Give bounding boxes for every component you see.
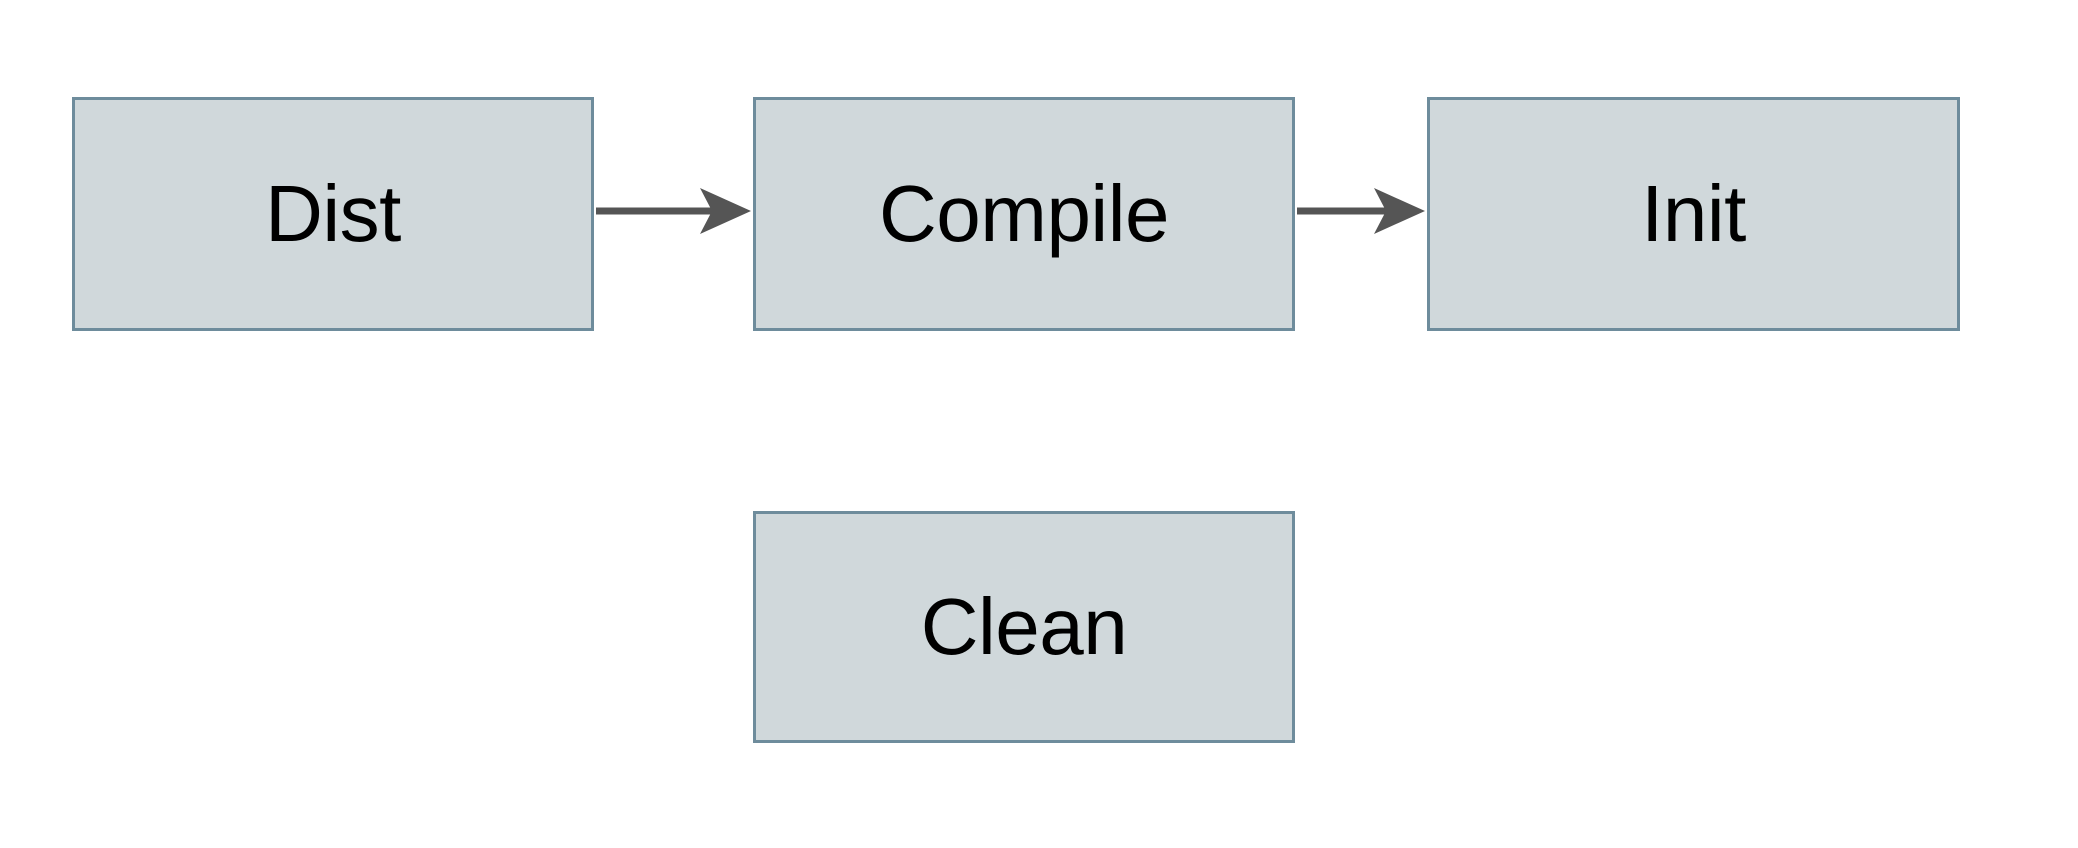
node-compile-label: Compile bbox=[879, 169, 1169, 258]
node-compile[interactable]: Compile bbox=[753, 97, 1295, 331]
edge-dist-to-compile bbox=[596, 188, 751, 234]
node-clean[interactable]: Clean bbox=[753, 511, 1295, 743]
arrowhead-dist-to-compile bbox=[700, 188, 751, 234]
node-init-label: Init bbox=[1641, 169, 1746, 258]
node-clean-label: Clean bbox=[920, 582, 1128, 671]
arrowhead-compile-to-init bbox=[1374, 188, 1425, 234]
edge-compile-to-init bbox=[1297, 188, 1425, 234]
node-dist-label: Dist bbox=[265, 169, 401, 258]
node-dist[interactable]: Dist bbox=[72, 97, 594, 331]
node-init[interactable]: Init bbox=[1427, 97, 1960, 331]
